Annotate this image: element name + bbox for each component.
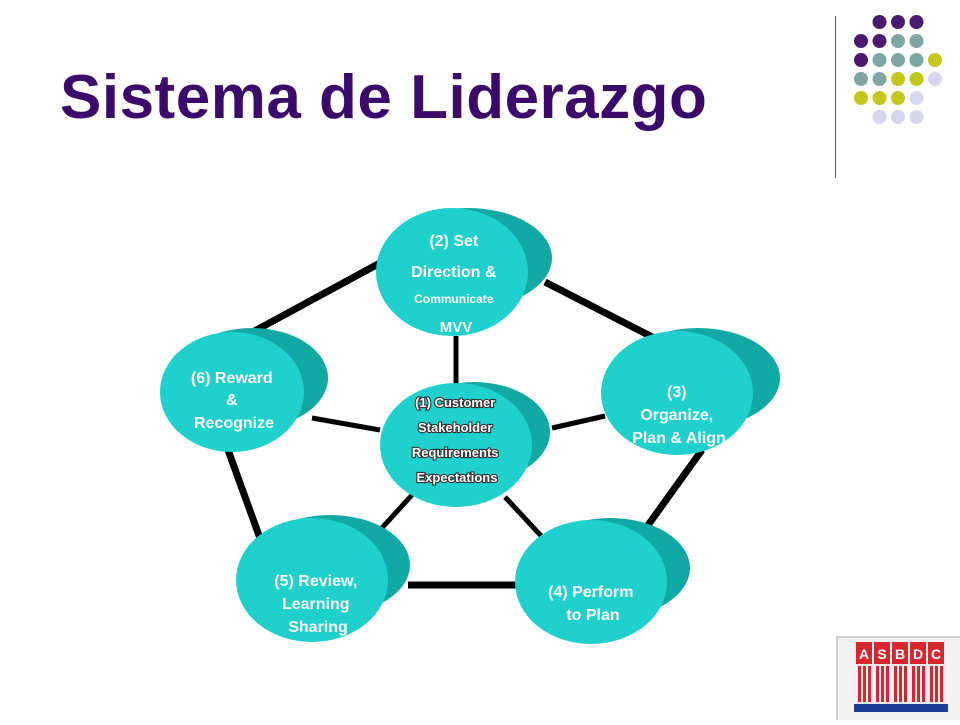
logo-letter-tile: C — [928, 642, 944, 702]
logo-letter: C — [931, 646, 941, 662]
hub-customer-requirements: (1) Customer Stakeholder Requirements Ex… — [380, 382, 550, 507]
decorative-dot — [891, 15, 905, 29]
spoke-hub-to-reward — [311, 415, 381, 433]
hub-line-3: Requirements — [412, 445, 499, 460]
node-reward-line-1: (6) Reward — [191, 370, 273, 387]
decorative-dot — [854, 53, 868, 67]
node-set-direction-line-4: MVV — [440, 319, 473, 336]
node-organize-line-2: Organize, — [640, 407, 713, 424]
node-review: (5) Review, Learning Sharing — [236, 515, 410, 642]
logo-letter: B — [895, 646, 905, 662]
decorative-dot — [854, 72, 868, 86]
connector-organize-to-perform — [643, 447, 705, 531]
decorative-dot — [891, 110, 905, 124]
decorative-dot — [891, 34, 905, 48]
node-reward-line-3: Recognize — [194, 415, 274, 432]
slide-title: Sistema de Liderazgo — [60, 63, 708, 132]
node-set-direction-line-2: Direction & — [411, 264, 497, 281]
logo-letter-tile: S — [874, 642, 890, 702]
node-perform-line-2: to Plan — [566, 607, 619, 624]
node-review-line-3: Sharing — [288, 619, 348, 636]
decorative-dot — [909, 91, 924, 105]
logo-letter: D — [913, 646, 923, 662]
logo-letter: S — [877, 646, 886, 662]
logo-letter-tile: B — [892, 642, 908, 702]
svg-text:(4) Perform to Plan: (4) Perform to Plan — [548, 584, 638, 624]
decorative-dot — [909, 72, 924, 86]
decorative-dot — [854, 34, 868, 48]
svg-text:(5) Review, Learning: (5) Review, Learning Sharing — [274, 573, 361, 636]
node-set-direction: (2) Set Direction & Communicate MVV — [376, 208, 552, 336]
decorative-dot — [891, 53, 905, 67]
svg-text:(6) Reward & Recog: (6) Reward & Recognize — [191, 370, 277, 432]
node-organize-line-3: Plan & Align — [632, 430, 726, 447]
node-organize-line-1: (3) — [667, 384, 687, 401]
node-organize: (3) Organize, Plan & Align — [601, 328, 780, 455]
logo-base-bar — [854, 704, 948, 712]
decorative-dot — [928, 72, 942, 86]
decorative-dot — [909, 34, 924, 48]
spoke-hub-to-organize — [551, 413, 606, 431]
decorative-dot — [909, 53, 924, 67]
node-reward-line-2: & — [226, 392, 238, 409]
node-perform-line-1: (4) Perform — [548, 584, 633, 601]
hub-line-4: Expectations — [417, 470, 498, 485]
node-set-direction-line-3: Communicate — [414, 292, 494, 306]
decorative-dot — [872, 91, 887, 105]
decorative-dot — [872, 72, 887, 86]
connector-set-direction-to-organize — [543, 278, 660, 344]
node-perform: (4) Perform to Plan — [515, 518, 690, 644]
svg-text:(2) Set Direction &: (2) Set Direction & Communicate MVV — [411, 233, 501, 336]
cycle-connectors — [224, 259, 705, 589]
decorative-dot — [909, 110, 924, 124]
decorative-dot — [872, 53, 887, 67]
decorative-dot — [891, 72, 905, 86]
spoke-hub-to-perform — [503, 495, 547, 542]
decorative-dot — [872, 110, 887, 124]
logo-letter-tile: D — [910, 642, 926, 702]
svg-text:(1) Customer Stakeholder: (1) Customer Stakeholder Requirements Ex… — [412, 395, 502, 485]
node-review-line-2: Learning — [282, 596, 350, 613]
decorative-dot — [872, 15, 887, 29]
node-review-line-1: (5) Review, — [274, 573, 357, 590]
decorative-dot-grid — [854, 15, 942, 124]
connector-reward-to-set-direction — [236, 259, 382, 344]
svg-text:(3) Organize, Plan: (3) Organize, Plan & Align — [632, 384, 726, 447]
hub-line-2: Stakeholder — [418, 420, 492, 435]
decorative-dot — [928, 53, 942, 67]
spoke-hub-to-review — [378, 493, 414, 532]
logo-letter: A — [859, 646, 869, 662]
hub-line-1: (1) Customer — [415, 395, 495, 410]
decorative-dot — [854, 91, 868, 105]
node-reward: (6) Reward & Recognize — [160, 328, 328, 452]
node-set-direction-line-1: (2) Set — [429, 233, 479, 250]
decorative-dot — [909, 15, 924, 29]
title-divider-line — [835, 16, 836, 178]
connector-review-to-reward — [224, 448, 269, 554]
hub-spokes — [311, 336, 606, 542]
decorative-dot — [872, 34, 887, 48]
decorative-dot — [891, 91, 905, 105]
logo-letter-tile: A — [856, 642, 872, 702]
